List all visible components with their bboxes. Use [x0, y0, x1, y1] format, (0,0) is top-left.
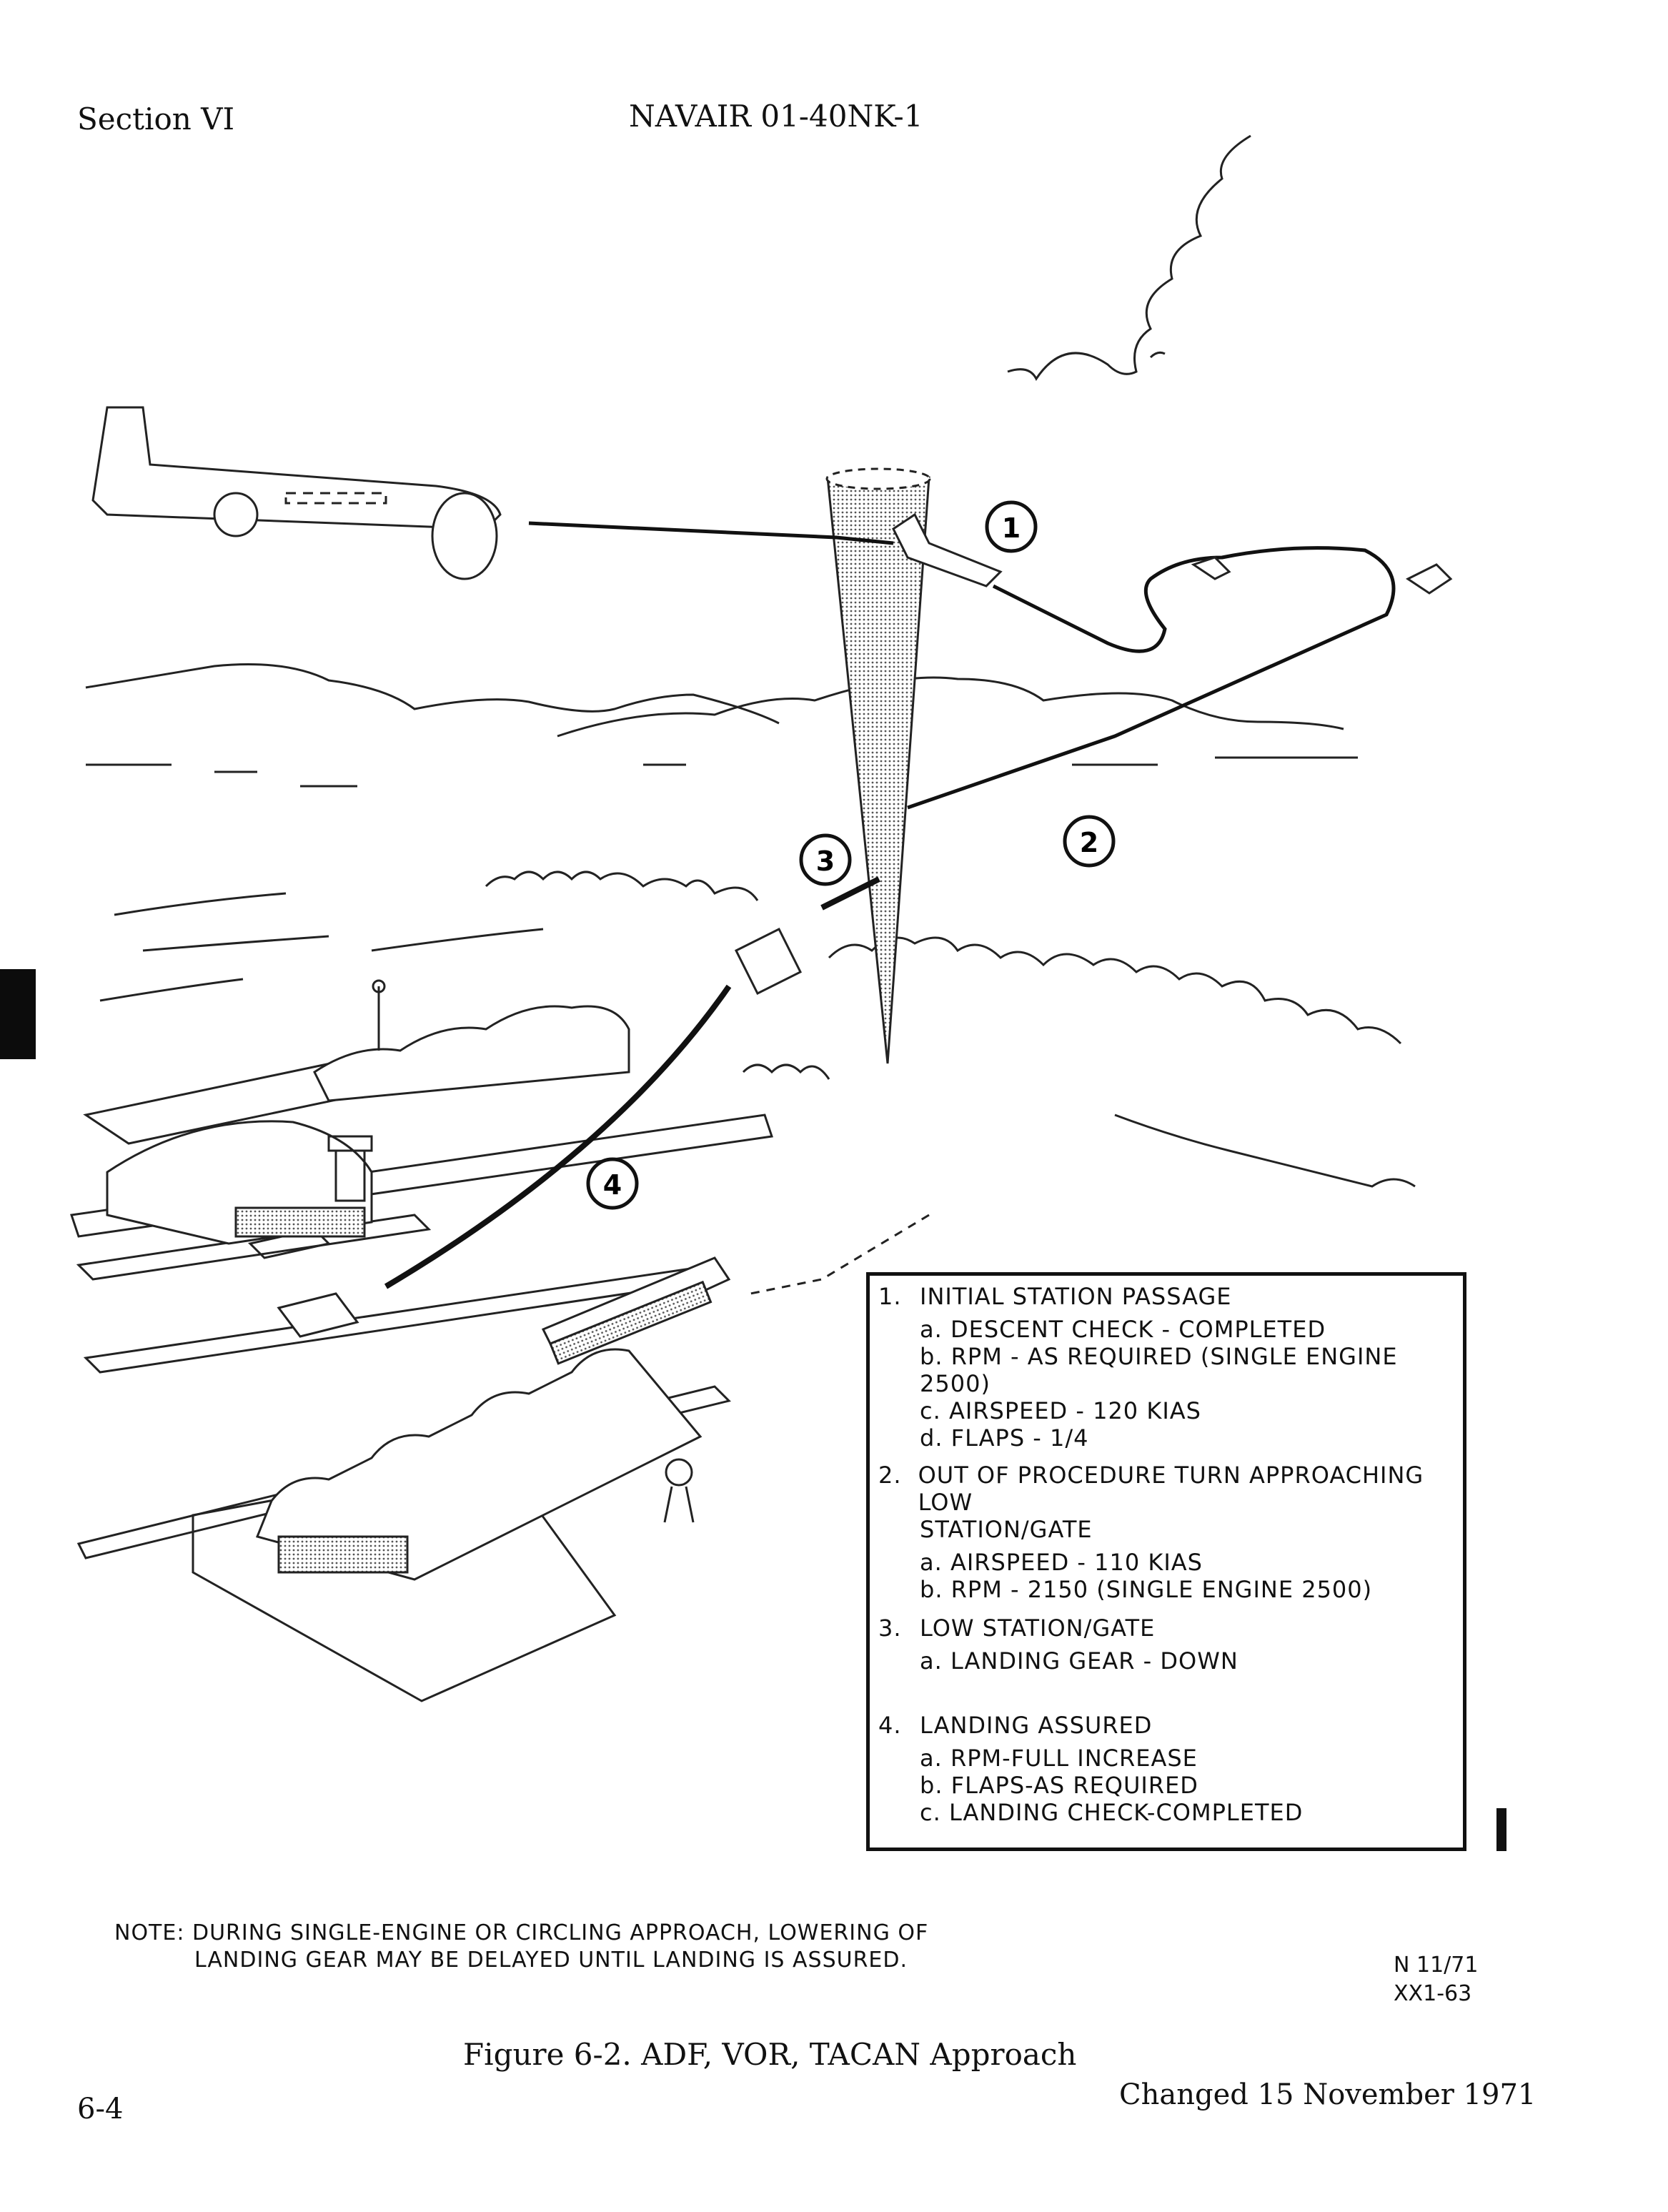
svg-text:3: 3: [816, 845, 835, 877]
section-header: Section VI: [77, 101, 235, 137]
figure-caption: Figure 6-2. ADF, VOR, TACAN Approach: [463, 2037, 1077, 2072]
code-line-2: XX1-63: [1394, 1981, 1472, 2006]
legend-section-title: OUT OF PROCEDURE TURN APPROACHING LOW: [918, 1462, 1424, 1516]
legend-item: a. RPM-FULL INCREASE: [920, 1745, 1198, 1772]
change-date: Changed 15 November 1971: [1119, 2078, 1537, 2111]
legend-item: b. RPM - AS REQUIRED (SINGLE ENGINE 2500…: [920, 1343, 1398, 1397]
legend-section-4: 4. LANDING ASSURED a. RPM-FULL INCREASE …: [878, 1712, 1303, 1826]
code-line-1: N 11/71: [1394, 1953, 1479, 1978]
page-number: 6-4: [77, 2093, 124, 2126]
legend-section-title: INITIAL STATION PASSAGE: [920, 1283, 1232, 1310]
legend-item: d. FLAPS - 1/4: [920, 1424, 1089, 1452]
svg-text:4: 4: [603, 1169, 622, 1201]
legend-item: c. LANDING CHECK-COMPLETED: [920, 1799, 1304, 1826]
section-thumb-tab: [0, 969, 36, 1059]
leader-line: [750, 1214, 930, 1295]
note-block: NOTE: DURING SINGLE-ENGINE OR CIRCLING A…: [114, 1920, 928, 1974]
legend-section-1: 1. INITIAL STATION PASSAGE a. DESCENT CH…: [878, 1283, 1463, 1452]
change-bar: [1496, 1808, 1506, 1851]
legend-item: a. DESCENT CHECK - COMPLETED: [920, 1316, 1326, 1343]
document-number: NAVAIR 01-40NK-1: [629, 99, 923, 134]
legend-section-number: 3.: [878, 1615, 902, 1642]
aircraft-large: [91, 406, 502, 580]
aircraft-small: [277, 512, 1453, 1338]
marker-2: 2: [1063, 815, 1116, 868]
procedure-legend: 1. INITIAL STATION PASSAGE a. DESCENT CH…: [866, 1272, 1466, 1851]
svg-text:1: 1: [1002, 512, 1021, 544]
note-label: NOTE:: [114, 1920, 185, 1945]
tower-sketch: [327, 979, 695, 1523]
marker-1: 1: [985, 500, 1038, 553]
legend-item: a. AIRSPEED - 110 KIAS: [920, 1549, 1203, 1576]
cloud-sketch: [1007, 134, 1251, 381]
flight-path: [384, 521, 1396, 1289]
marker-3: 3: [799, 833, 852, 886]
hangar-group: [106, 1005, 731, 1581]
marker-4: 4: [586, 1157, 639, 1210]
legend-item: a. LANDING GEAR - DOWN: [920, 1647, 1238, 1675]
legend-section-number: 4.: [878, 1712, 902, 1739]
note-line-2: LANDING GEAR MAY BE DELAYED UNTIL LANDIN…: [194, 1948, 908, 1973]
hills-sketch: [85, 663, 1358, 1002]
legend-item: c. AIRSPEED - 120 KIAS: [920, 1397, 1201, 1424]
legend-section-title: LANDING ASSURED: [920, 1712, 1153, 1739]
legend-section-number: 2.: [878, 1462, 902, 1489]
station-cone: [825, 467, 931, 1064]
legend-item: b. RPM - 2150 (SINGLE ENGINE 2500): [920, 1576, 1373, 1603]
legend-section-title: LOW STATION/GATE: [920, 1615, 1156, 1642]
svg-text:2: 2: [1080, 827, 1098, 858]
figure-codes: N 11/71 XX1-63: [1394, 1951, 1478, 2008]
legend-section-3: 3. LOW STATION/GATE a. LANDING GEAR - DO…: [878, 1615, 1238, 1675]
legend-item: b. FLAPS-AS REQUIRED: [920, 1772, 1198, 1799]
legend-section-2: 2. OUT OF PROCEDURE TURN APPROACHING LOW…: [878, 1462, 1463, 1603]
legend-section-number: 1.: [878, 1283, 902, 1310]
legend-section-title-cont: STATION/GATE: [920, 1516, 1093, 1543]
tree-line-sketch: [485, 871, 1416, 1188]
note-line-1: DURING SINGLE-ENGINE OR CIRCLING APPROAC…: [192, 1920, 929, 1945]
